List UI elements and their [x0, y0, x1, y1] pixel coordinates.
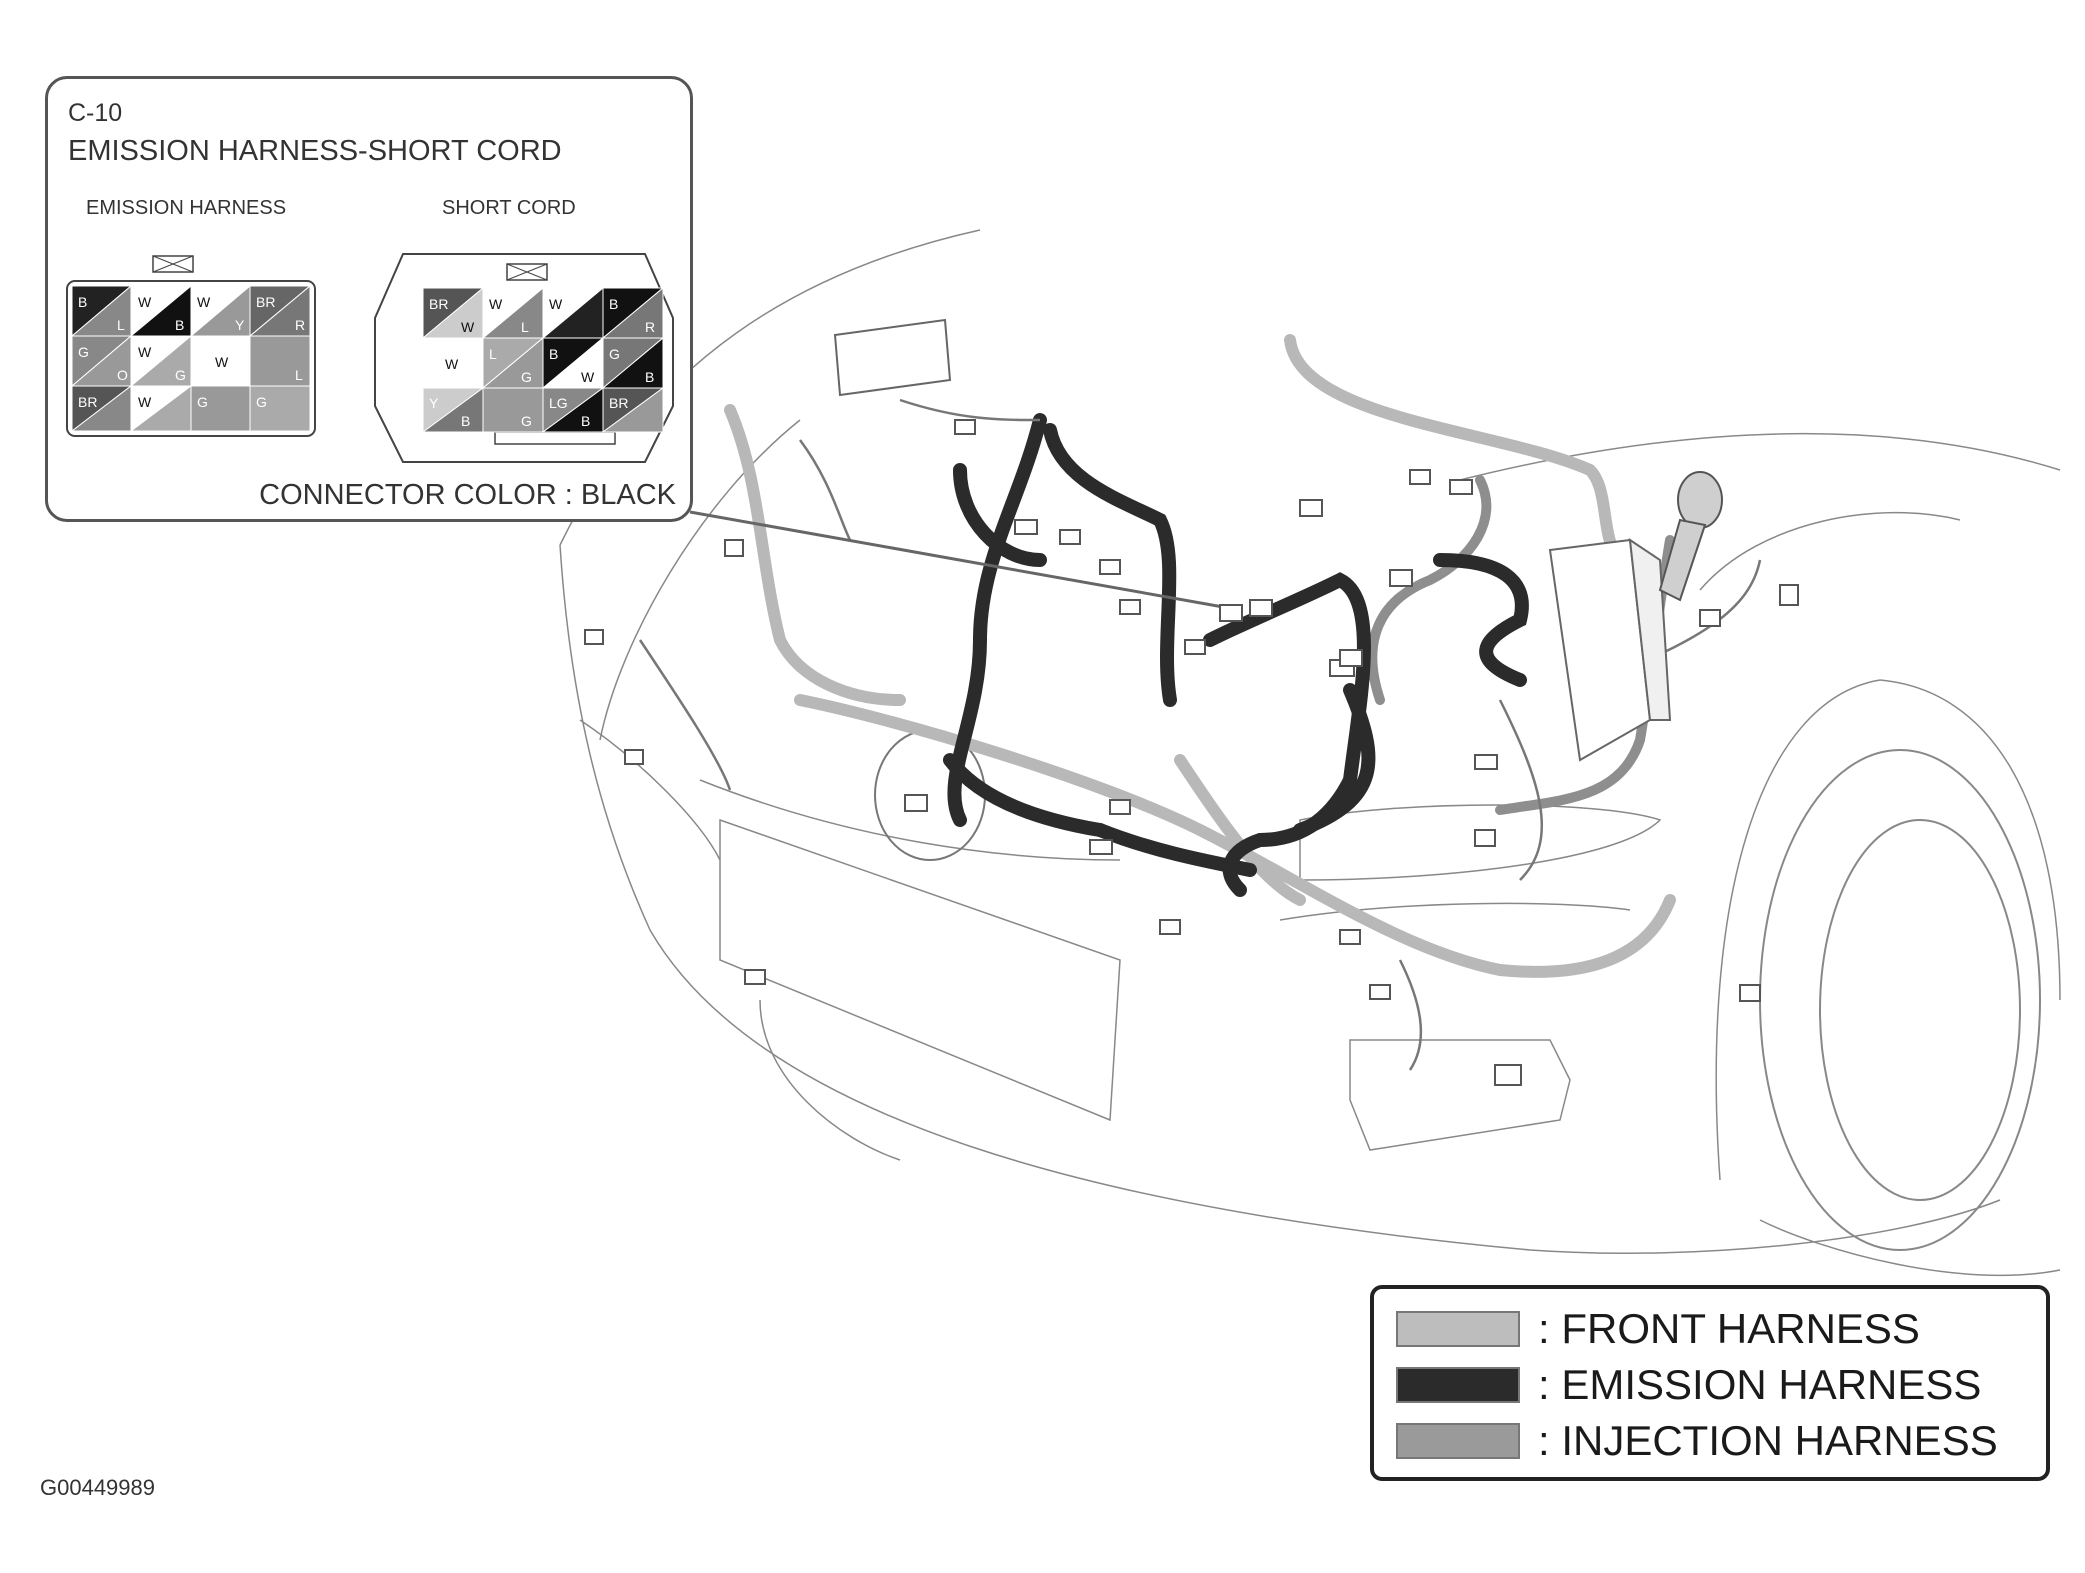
pin-label: L — [117, 317, 125, 333]
front-wheel — [1759, 749, 2041, 1251]
pin-label: BR — [429, 296, 448, 312]
pin-label: W — [138, 394, 152, 410]
pin-label: W — [581, 369, 595, 385]
emission-harness-label: EMISSION HARNESS — [86, 197, 287, 219]
connector-diagrams: B W W BR L B Y R G W W O G L BR W G G — [66, 253, 674, 463]
short-pin-labels: BR W W B W L R W L B G G W B Y LG BR B G… — [429, 296, 655, 429]
short-cord-label: SHORT CORD — [442, 197, 576, 219]
pin-label: W — [461, 319, 475, 335]
pin-label: G — [197, 394, 208, 410]
pin-label: R — [295, 317, 305, 333]
car-body-outline — [559, 229, 2061, 1277]
pin-label: B — [549, 346, 558, 362]
pin-label: L — [521, 319, 529, 335]
emission-connector: B W W BR L B Y R G W W O G L BR W G G — [66, 255, 316, 437]
pin-label: G — [609, 346, 620, 362]
relay-box — [833, 318, 1672, 762]
legend-item-front-harness: : FRONT HARNESS — [1396, 1305, 1920, 1352]
pin-label: G — [78, 344, 89, 360]
legend-swatch — [1396, 1367, 1520, 1403]
pin-label: W — [215, 354, 229, 370]
pin-label: W — [197, 294, 211, 310]
callout-leader-line — [689, 510, 1241, 612]
pin-label: G — [256, 394, 267, 410]
connector-callout: C-10 EMISSION HARNESS-SHORT CORD EMISSIO… — [45, 76, 693, 522]
pin-label: W — [489, 296, 503, 312]
legend-label: : FRONT HARNESS — [1538, 1305, 1920, 1352]
pin-label: O — [117, 367, 128, 383]
pin-label: B — [461, 413, 470, 429]
connectors — [584, 419, 1799, 1086]
intake-tube — [1658, 471, 1723, 602]
emission-harness-wires — [943, 413, 1529, 897]
pin-label: Y — [235, 317, 245, 333]
pin-label: BR — [609, 395, 628, 411]
pin-label: G — [175, 367, 186, 383]
legend-swatch — [1396, 1311, 1520, 1347]
pin-label: LG — [549, 395, 568, 411]
pin-label: L — [489, 346, 497, 362]
short-cord-connector: BR W W B W L R W L B G G W B Y LG BR B G… — [374, 253, 674, 463]
pin-label: B — [78, 294, 87, 310]
pin-label: W — [445, 356, 459, 372]
pin-label: G — [521, 369, 532, 385]
connector-code: C-10 — [68, 99, 123, 127]
pin-label: BR — [256, 294, 275, 310]
figure-id: G00449989 — [40, 1475, 155, 1500]
pin-label: G — [521, 413, 532, 429]
callout-title: EMISSION HARNESS-SHORT CORD — [68, 135, 562, 167]
pin-label: W — [138, 294, 152, 310]
pin-label: B — [175, 317, 184, 333]
front-harness-wires — [724, 334, 1676, 978]
pin-label: B — [581, 413, 590, 429]
pin-label: B — [645, 369, 654, 385]
legend-label: : INJECTION HARNESS — [1538, 1417, 1998, 1464]
emission-pin-grid — [70, 284, 312, 433]
emission-pin-labels: B W W BR L B Y R G W W O G L BR W G G — [78, 294, 305, 410]
legend-label: : EMISSION HARNESS — [1538, 1361, 1982, 1408]
pin-label: BR — [78, 394, 97, 410]
connector-color-label: CONNECTOR COLOR : BLACK — [259, 479, 676, 511]
legend-item-emission-harness: : EMISSION HARNESS — [1396, 1361, 1981, 1408]
pin-label: Y — [429, 395, 439, 411]
pin-label: W — [138, 344, 152, 360]
pin-label: W — [549, 296, 563, 312]
pin-label: L — [295, 367, 303, 383]
pin-label: R — [645, 319, 655, 335]
pin-label: B — [609, 296, 618, 312]
harness-legend: : FRONT HARNESS : EMISSION HARNESS : INJ… — [1370, 1285, 2050, 1481]
legend-swatch — [1396, 1423, 1520, 1459]
legend-item-injection-harness: : INJECTION HARNESS — [1396, 1417, 1998, 1464]
short-pin-grid — [421, 286, 665, 433]
